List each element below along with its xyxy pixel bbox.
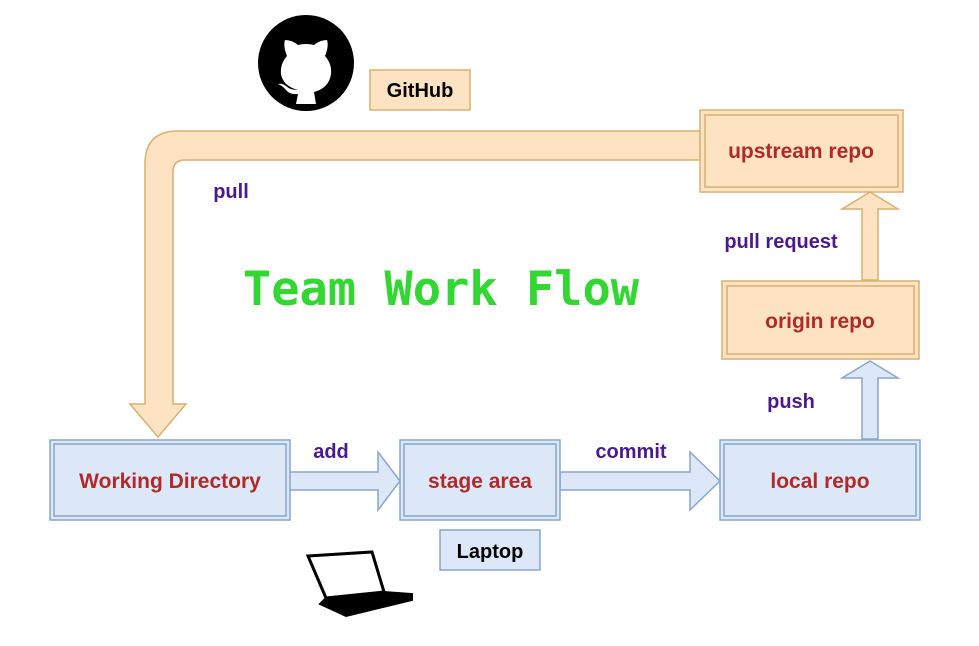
origin-repo-label: origin repo	[765, 310, 875, 333]
laptop-label-box	[439, 529, 541, 571]
add-label: add	[313, 441, 349, 463]
push-label: push	[767, 391, 815, 413]
github-label-box	[369, 69, 471, 111]
laptop-label: Laptop	[457, 541, 524, 563]
pull-arrow	[128, 130, 701, 439]
upstream-repo-label: upstream repo	[728, 140, 874, 163]
working-directory-box	[49, 439, 291, 521]
add-arrow	[288, 449, 401, 513]
commit-label: commit	[595, 441, 666, 463]
push-arrow	[839, 360, 901, 440]
upstream-repo-box	[699, 109, 904, 193]
pull-label: pull	[213, 181, 249, 203]
pull-request-label: pull request	[724, 231, 838, 253]
github-label: GitHub	[387, 80, 454, 102]
stage-area-box	[399, 439, 561, 521]
local-repo-label: local repo	[770, 470, 869, 493]
laptop-icon	[305, 550, 413, 618]
commit-arrow	[559, 450, 722, 512]
stage-area-label: stage area	[428, 470, 532, 493]
working-directory-label: Working Directory	[79, 470, 261, 493]
local-repo-box	[719, 439, 921, 521]
origin-repo-box	[721, 280, 920, 360]
diagram-title: Team Work Flow	[243, 262, 640, 317]
github-octocat-icon	[258, 15, 354, 111]
pull-request-arrow	[839, 191, 901, 281]
